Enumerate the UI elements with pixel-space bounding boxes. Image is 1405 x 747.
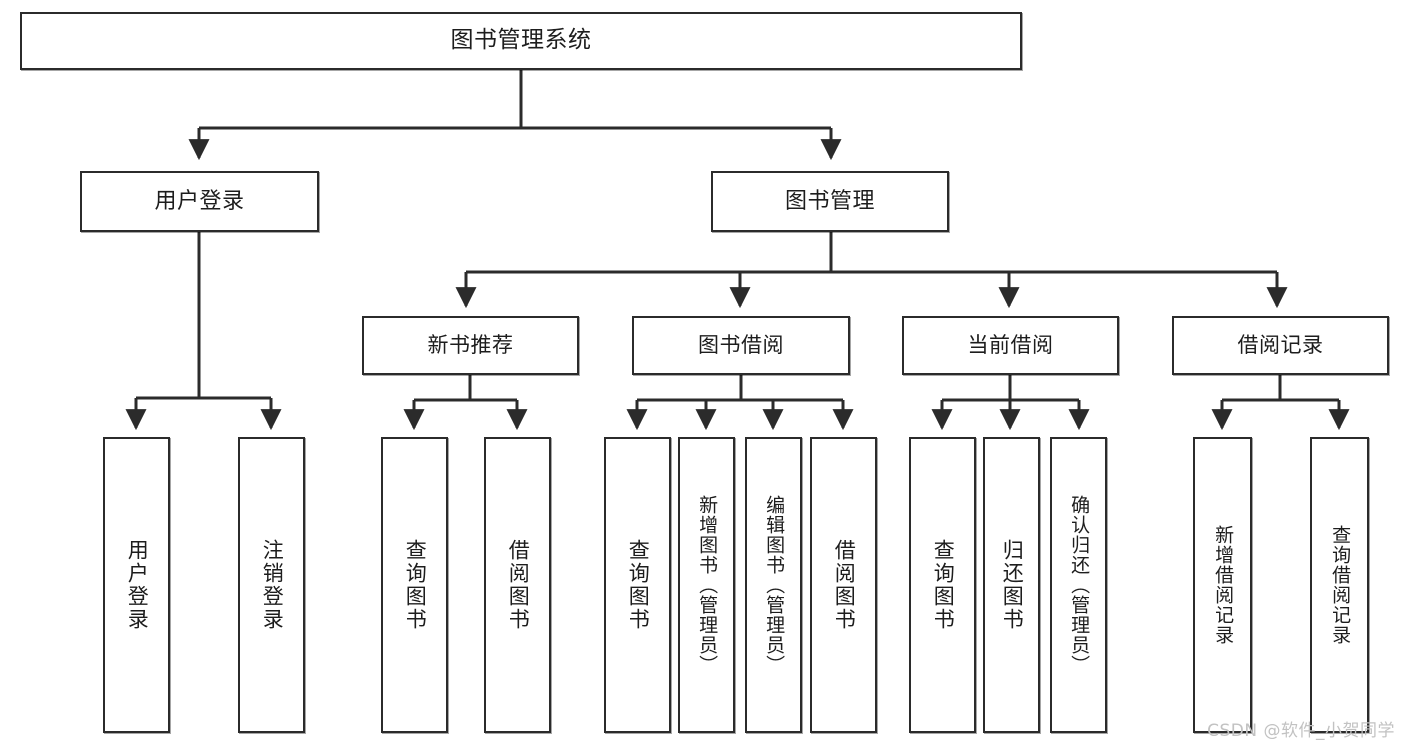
leaf-add-book-admin[interactable]: 新增图书（管理员） (678, 437, 735, 733)
node-label: 查询图书 (931, 539, 956, 631)
leaf-query-borrow-record[interactable]: 查询借阅记录 (1310, 437, 1369, 733)
leaf-borrow-book-recommend[interactable]: 借阅图书 (484, 437, 551, 733)
node-label: 归还图书 (1000, 539, 1025, 631)
node-current-borrowing[interactable]: 当前借阅 (902, 316, 1119, 375)
node-book-management[interactable]: 图书管理 (711, 171, 949, 232)
node-label: 图书管理 (784, 188, 875, 214)
node-label: 借阅记录 (1237, 333, 1324, 358)
node-label: 图书管理系统 (450, 27, 592, 54)
leaf-query-book-recommend[interactable]: 查询图书 (381, 437, 448, 733)
leaf-query-book-borrow[interactable]: 查询图书 (604, 437, 671, 733)
node-borrowing-records[interactable]: 借阅记录 (1172, 316, 1389, 375)
leaf-query-book-current[interactable]: 查询图书 (909, 437, 976, 733)
node-label: 当前借阅 (967, 333, 1054, 358)
csdn-watermark: CSDN @软件_小贺同学 (1207, 721, 1395, 741)
leaf-user-login[interactable]: 用户登录 (103, 437, 170, 733)
node-label: 用户登录 (125, 539, 150, 631)
leaf-logout[interactable]: 注销登录 (238, 437, 305, 733)
node-label: 查询图书 (403, 539, 428, 631)
node-user-login[interactable]: 用户登录 (80, 171, 319, 232)
node-label: 用户登录 (154, 188, 245, 214)
node-label: 编辑图书（管理员） (763, 495, 786, 675)
leaf-edit-book-admin[interactable]: 编辑图书（管理员） (745, 437, 802, 733)
node-new-book-recommendation[interactable]: 新书推荐 (362, 316, 579, 375)
node-label: 确认归还（管理员） (1068, 495, 1091, 675)
leaf-add-borrow-record[interactable]: 新增借阅记录 (1193, 437, 1252, 733)
node-book-borrowing[interactable]: 图书借阅 (632, 316, 850, 375)
node-label: 借阅图书 (832, 539, 857, 631)
node-label: 查询图书 (626, 539, 651, 631)
leaf-return-book[interactable]: 归还图书 (983, 437, 1040, 733)
node-label: 新书推荐 (427, 333, 514, 358)
leaf-borrow-book[interactable]: 借阅图书 (810, 437, 877, 733)
node-label: 图书借阅 (698, 333, 784, 358)
node-label: 借阅图书 (506, 539, 531, 631)
node-label: 新增借阅记录 (1212, 525, 1235, 645)
node-label: 注销登录 (260, 539, 285, 631)
node-root-system[interactable]: 图书管理系统 (20, 12, 1022, 70)
node-label: 查询借阅记录 (1329, 525, 1352, 645)
leaf-confirm-return-admin[interactable]: 确认归还（管理员） (1050, 437, 1107, 733)
node-label: 新增图书（管理员） (696, 495, 719, 675)
